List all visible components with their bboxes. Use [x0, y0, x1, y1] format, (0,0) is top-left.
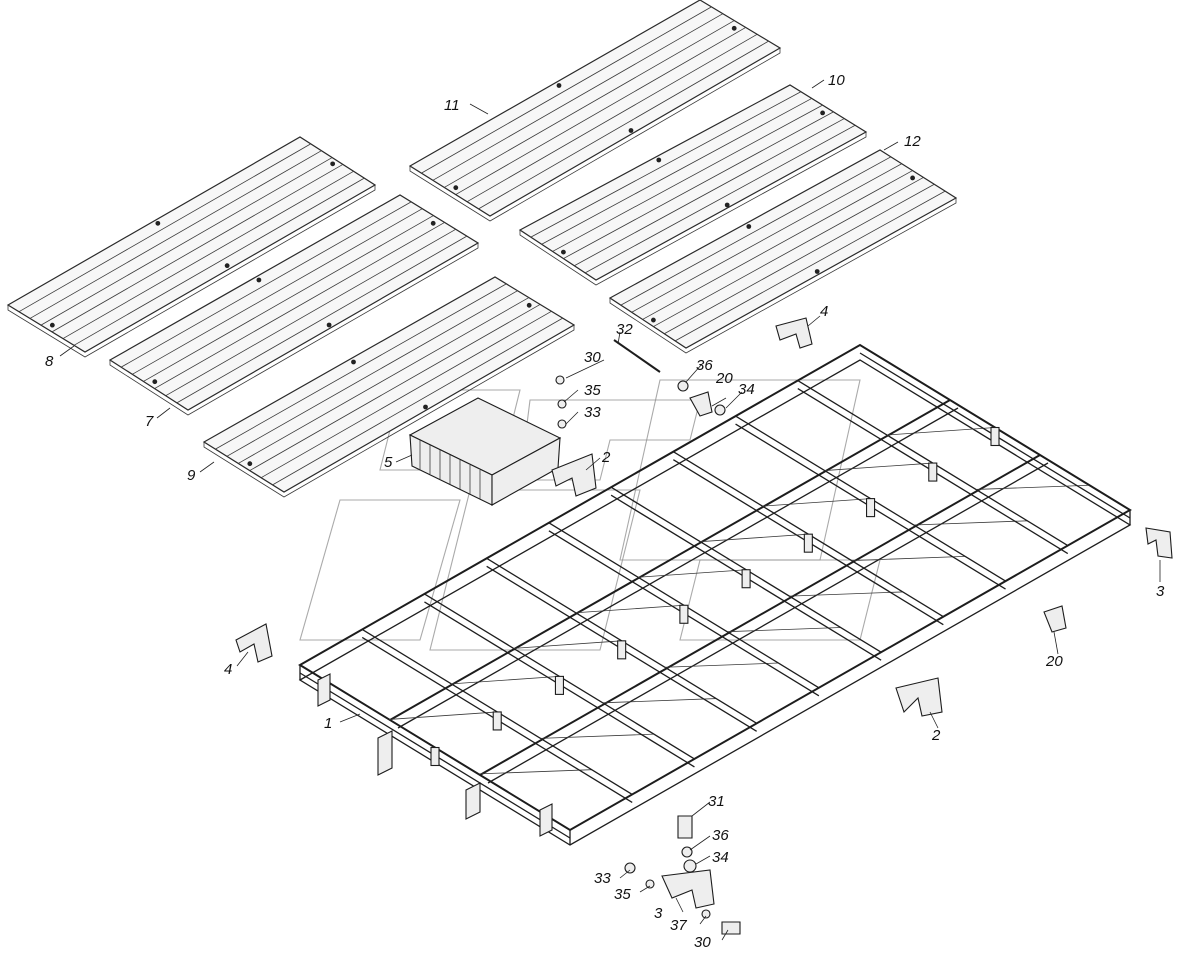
callout-3-bottom: 3: [654, 905, 663, 922]
callout-4-upper: 4: [820, 303, 828, 320]
callout-33-upper: 33: [584, 404, 601, 421]
callout-12: 12: [904, 133, 921, 150]
callout-30-upper: 30: [584, 349, 601, 366]
floor-panel-9: [202, 276, 576, 498]
floor-panels: [6, 0, 958, 498]
floor-panel-10: [518, 84, 868, 286]
callout-35-upper: 35: [584, 382, 601, 399]
callout-32: 32: [616, 321, 633, 338]
floor-panel-7: [108, 194, 480, 416]
callout-30-bottom: 30: [694, 934, 711, 951]
callout-31: 31: [708, 793, 725, 810]
callout-labels: 1 2 2 3 3 4 4 5 7 8 9 10 11 12 20 20 30 …: [45, 72, 1165, 951]
floor-panel-12: [608, 149, 958, 354]
callout-11: 11: [444, 97, 460, 114]
cross-members: [299, 344, 1131, 839]
floor-panel-8: [6, 136, 377, 358]
leader-lines: [59, 79, 1161, 941]
callout-3-right: 3: [1156, 583, 1165, 600]
callout-5: 5: [384, 454, 393, 471]
callout-2-upper: 2: [601, 449, 611, 466]
callout-34-upper: 34: [738, 381, 755, 398]
floor-panel-11: [408, 0, 782, 222]
callout-1: 1: [324, 715, 332, 732]
callout-20-upper: 20: [715, 370, 733, 387]
callout-37: 37: [670, 917, 687, 934]
callout-34-bottom: 34: [712, 849, 729, 866]
callout-7: 7: [145, 413, 154, 430]
callout-8: 8: [45, 353, 54, 370]
callout-33-bottom: 33: [594, 870, 611, 887]
callout-36-upper: 36: [696, 357, 713, 374]
brackets-and-fasteners: [235, 317, 1173, 935]
callout-4-left: 4: [224, 661, 232, 678]
callout-9: 9: [187, 467, 196, 484]
platform-frame: [298, 343, 1132, 846]
callout-35-bottom: 35: [614, 886, 631, 903]
callout-36-bottom: 36: [712, 827, 729, 844]
storage-box: [408, 397, 562, 506]
callout-2-lower: 2: [931, 727, 941, 744]
callout-10: 10: [828, 72, 845, 89]
callout-20-right: 20: [1045, 653, 1063, 670]
